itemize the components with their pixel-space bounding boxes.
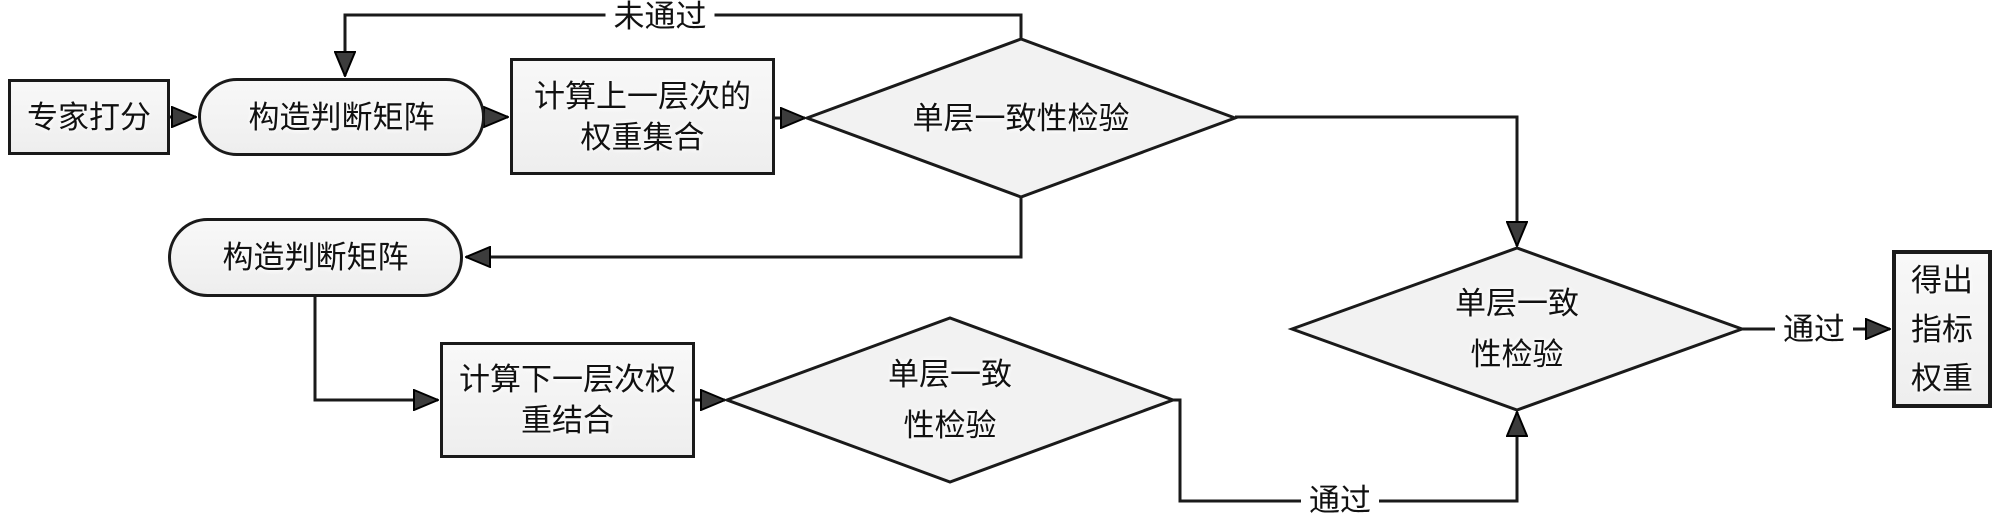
edge-label-passed-lower: 通过	[1301, 483, 1379, 519]
decision-check-final-text-line2: 性检验	[1470, 337, 1564, 372]
decision-check-lower-shape	[722, 316, 1178, 484]
decision-check-lower-text-line1: 单层一致	[888, 357, 1012, 392]
edge-label-passed-final: 通过	[1775, 312, 1853, 348]
node-calc-lower-level-weights-line1: 计算下一层次权	[459, 362, 676, 397]
edge-check-upper-to-check-final	[1235, 115, 1517, 246]
decision-check-upper-label: 单层一致性检验	[846, 79, 1196, 157]
decision-check-upper-text: 单层一致性检验	[912, 100, 1130, 136]
node-expert-scoring-label: 专家打分	[27, 99, 151, 135]
node-build-judgment-matrix-lower: 构造判断矩阵	[168, 218, 463, 297]
node-build-judgment-matrix-lower-label: 构造判断矩阵	[222, 240, 409, 275]
node-expert-scoring: 专家打分	[8, 79, 170, 155]
node-output-indicator-weights-line2: 指标	[1911, 311, 1973, 347]
decision-check-lower-label: 单层一致 性检验	[790, 332, 1110, 468]
node-calc-upper-level-weights-line1: 计算上一层次的	[534, 78, 751, 114]
node-output-indicator-weights: 得出 指标 权重	[1892, 250, 1992, 408]
edge-build-lower-to-calc-lower	[313, 297, 438, 400]
node-calc-upper-level-weights-line2: 权重集合	[580, 119, 705, 155]
node-calc-upper-level-weights: 计算上一层次的 权重集合	[510, 58, 775, 175]
node-build-judgment-matrix-upper: 构造判断矩阵	[198, 78, 485, 156]
edge-check-upper-to-build-lower	[466, 197, 1023, 257]
node-output-indicator-weights-line3: 权重	[1911, 360, 1973, 396]
decision-check-upper-shape	[802, 37, 1240, 199]
edge-passed-to-check-final	[1173, 398, 1517, 503]
decision-check-final-label: 单层一致 性检验	[1357, 261, 1677, 397]
decision-check-final-text-line1: 单层一致	[1455, 286, 1579, 321]
node-output-indicator-weights-line1: 得出	[1911, 262, 1973, 298]
node-calc-lower-level-weights: 计算下一层次权 重结合	[440, 342, 695, 458]
decision-check-lower-text-line2: 性检验	[903, 408, 997, 443]
decision-check-final-shape	[1287, 246, 1747, 412]
node-build-judgment-matrix-upper-label: 构造判断矩阵	[248, 99, 435, 135]
edge-label-not-passed: 未通过	[605, 0, 715, 35]
node-calc-lower-level-weights-line2: 重结合	[521, 403, 614, 438]
